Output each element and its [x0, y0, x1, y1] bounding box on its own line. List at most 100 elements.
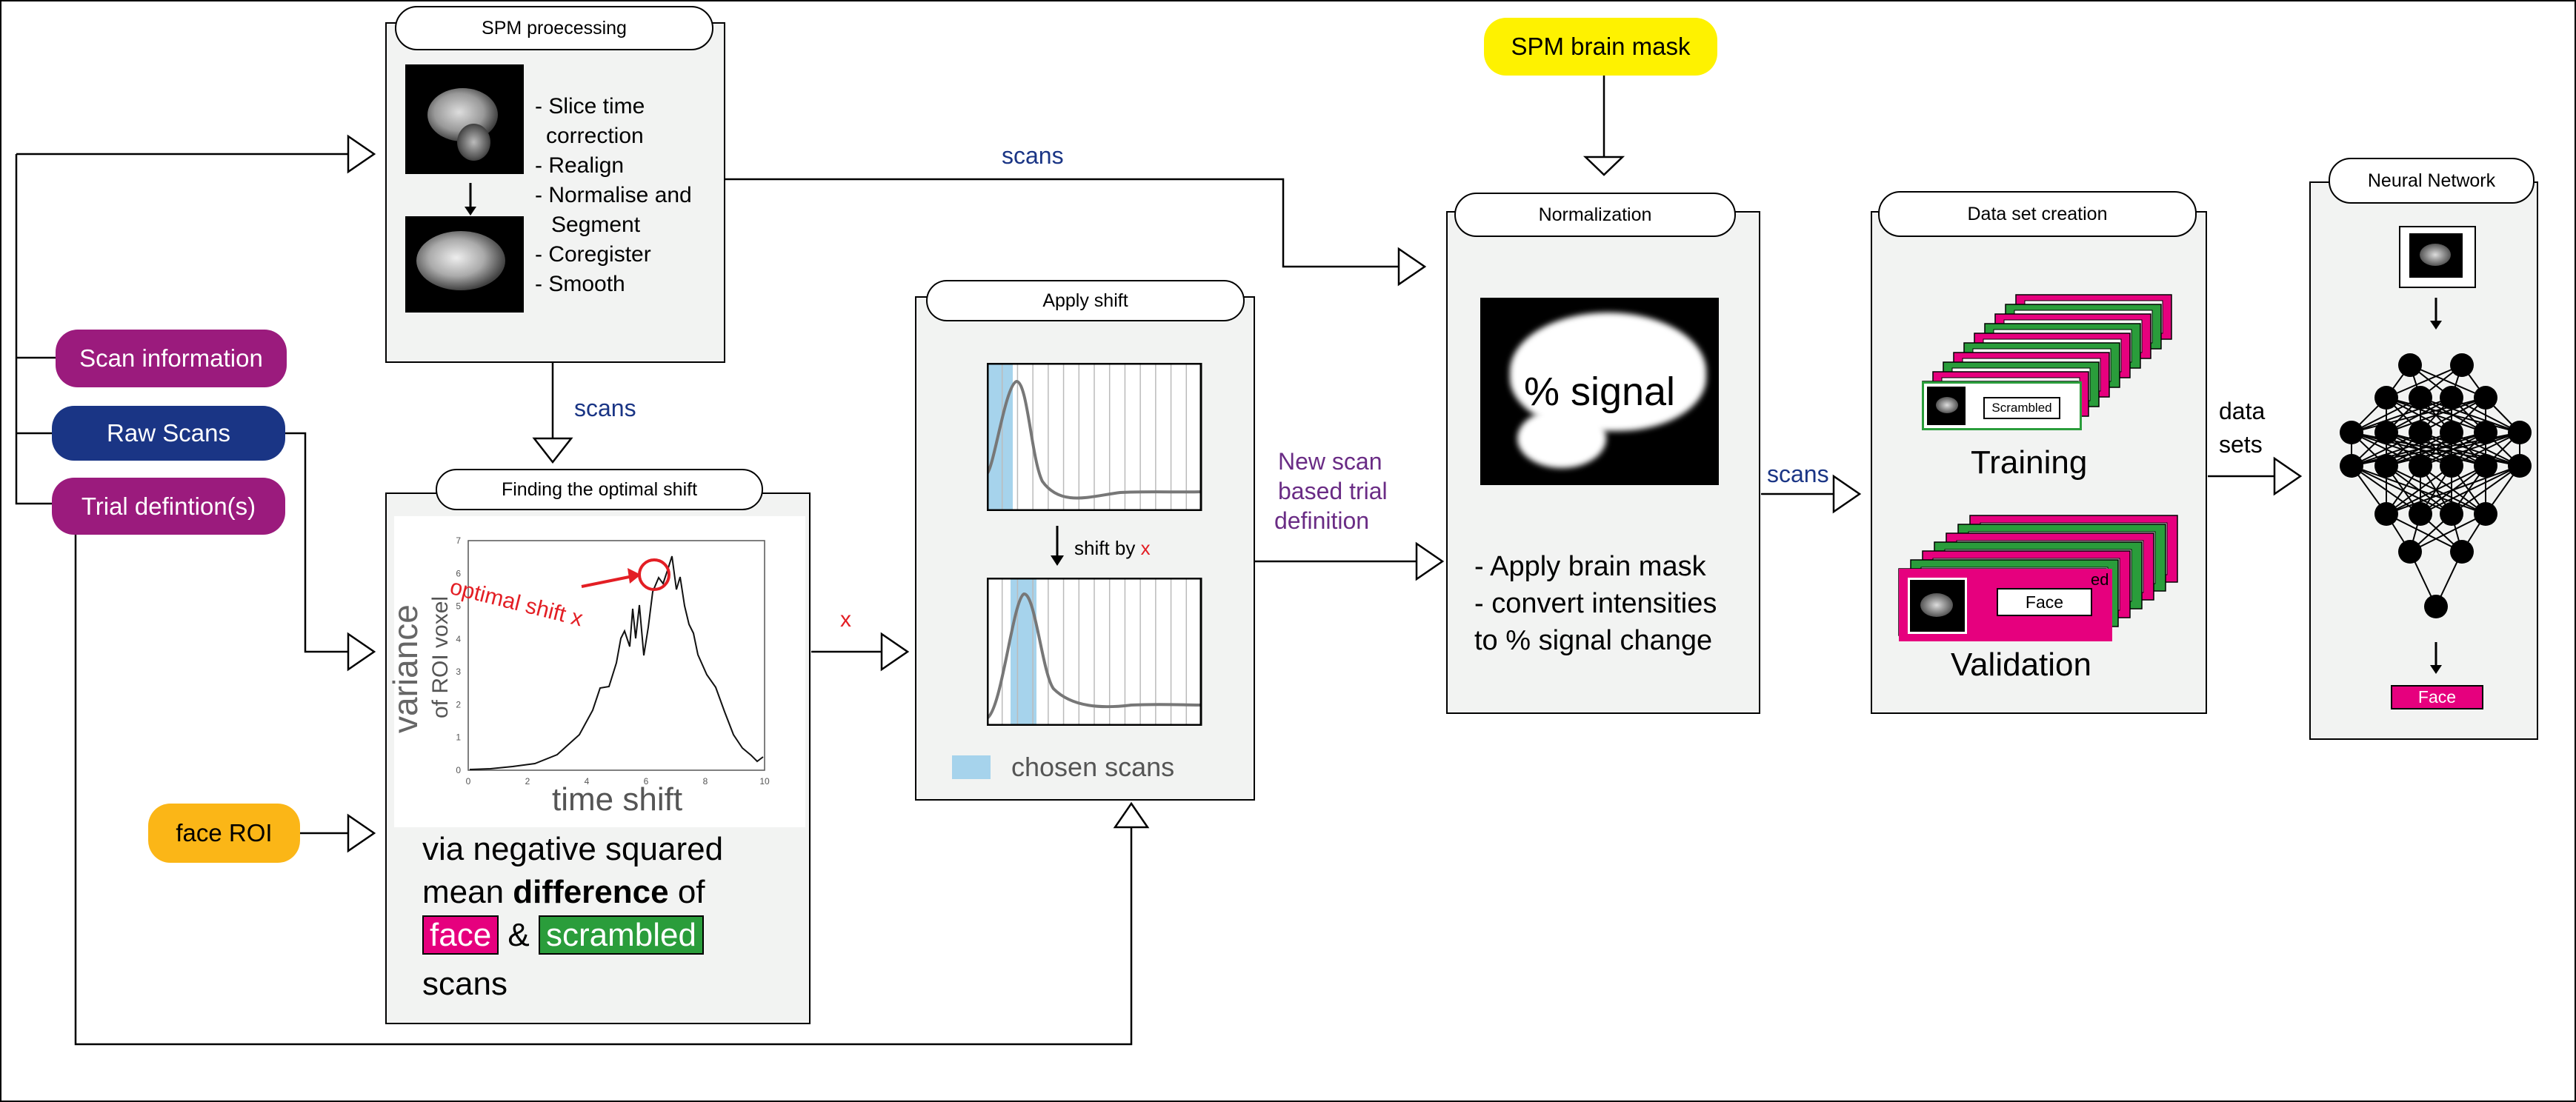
nn-node: [2374, 454, 2398, 478]
data-sets-line-2: sets: [2219, 431, 2263, 458]
face-roi-pill: face ROI: [148, 804, 300, 863]
training-label: Training: [1971, 444, 2088, 481]
nn-edge: [2351, 397, 2421, 433]
validation-card-thumb: [1908, 578, 1967, 634]
arrowhead-norm: [1397, 247, 1427, 287]
new-scan-line-2: based trial: [1278, 478, 1388, 504]
hrf-curve-after: [987, 592, 1202, 720]
nn-edge: [2386, 432, 2520, 467]
nn-node: [2409, 386, 2432, 410]
nn-node: [2374, 502, 2398, 526]
description-line-3: face & scrambled: [422, 914, 723, 963]
hrf-plot-after: [987, 578, 1202, 726]
scrambled-card-label: Scrambled: [1983, 397, 2060, 419]
hrf-curve-before: [987, 379, 1202, 500]
nn-node: [2474, 502, 2497, 526]
spm-brain-mask-pill: SPM brain mask: [1484, 18, 1717, 76]
description-prefix: mean: [422, 874, 513, 910]
nn-edge: [2351, 465, 2452, 515]
spm-step: Segment: [551, 213, 641, 237]
down-arrow-icon: [465, 183, 476, 216]
nn-node: [2374, 421, 2398, 444]
nn-edge: [2386, 465, 2452, 515]
normalization-step: to % signal change: [1474, 625, 1713, 656]
arrowhead-norm2: [1415, 541, 1445, 581]
nn-node: [2440, 454, 2463, 478]
description-line-4: scans: [422, 966, 507, 1002]
nn-edge: [2386, 364, 2463, 398]
scans-label-mid: scans: [574, 395, 636, 421]
plot-xtick: 10: [759, 776, 770, 787]
arrowhead-roi: [347, 813, 376, 853]
optimal-point-arrow: [581, 574, 637, 588]
plot-axes: [467, 540, 765, 771]
description-bold-word: difference: [513, 874, 669, 910]
nn-node: [2474, 454, 2497, 478]
dataset-creation-title-text: Data set creation: [1967, 203, 2108, 224]
plot-xtick: 2: [525, 776, 530, 787]
trial-loop-line: [74, 535, 1133, 1046]
data-sets-line-1: data: [2219, 398, 2266, 424]
shift-by-label: shift by x: [1074, 537, 1151, 560]
left-trunk-line: [15, 154, 56, 505]
arrowhead-spm-down: [532, 437, 573, 464]
data-sets-label: data sets: [2219, 395, 2265, 461]
plot-ytick: 6: [456, 568, 461, 578]
face-card-label: Face: [1997, 588, 2092, 616]
plot-xtick: 8: [703, 776, 708, 787]
finding-shift-title-text: Finding the optimal shift: [501, 478, 698, 500]
scrambled-word-badge: scrambled: [539, 915, 704, 955]
arrowhead-apply: [880, 632, 910, 672]
nn-node: [2398, 540, 2422, 564]
plot-ytick: 1: [456, 732, 461, 743]
spm-step: - Realign: [535, 153, 625, 178]
trial-definitions-pill: Trial defintion(s): [52, 478, 285, 535]
normalization-title-text: Normalization: [1538, 204, 1652, 225]
nn-node: [2424, 595, 2448, 618]
face-word-badge: face: [422, 915, 499, 955]
arrowhead-mask: [1582, 156, 1625, 176]
validation-label: Validation: [1951, 647, 2091, 683]
scans-label-top: scans: [1002, 142, 1064, 169]
nn-node: [2508, 454, 2532, 478]
plot-xtick: 6: [644, 776, 649, 787]
trial-definitions-label: Trial defintion(s): [81, 492, 256, 520]
nn-edge: [2386, 465, 2520, 515]
plot-ylabel-sub: of ROI voxel: [428, 595, 453, 718]
face-roi-label: face ROI: [176, 819, 273, 846]
scans-label-right: scans: [1767, 461, 1829, 487]
ampersand: &: [507, 917, 530, 953]
description-line-2: mean difference of: [422, 871, 723, 914]
spm-processing-title-text: SPM proecessing: [482, 17, 627, 39]
nn-edge: [2420, 397, 2486, 433]
description-line-1: via negative squared: [422, 831, 724, 867]
shift-var-text: x: [1140, 537, 1151, 559]
arrowhead-shift: [347, 632, 376, 672]
neural-network-graph: [2340, 298, 2532, 674]
spm-processing-title: SPM proecessing: [395, 6, 713, 50]
arrowhead-spm: [347, 134, 376, 174]
nn-edge: [2451, 432, 2520, 467]
smoothed-brain-scan-image: [405, 216, 524, 313]
nn-edge: [2351, 432, 2452, 467]
nn-edge: [2386, 513, 2463, 552]
normalization-steps: - Apply brain mask - convert intensities…: [1474, 548, 1717, 659]
raw-scans-pill: Raw Scans: [52, 406, 285, 461]
nn-edge: [2351, 432, 2486, 467]
raw-to-shift-line: [285, 432, 348, 653]
spm-step: - Normalise and: [535, 183, 692, 207]
apply-shift-title: Apply shift: [926, 280, 1245, 321]
arrowhead-nn: [2273, 456, 2303, 496]
plot-xtick: 4: [585, 776, 590, 787]
spm-to-norm-line: [724, 178, 1399, 268]
nn-node: [2409, 421, 2432, 444]
scan-information-label: Scan information: [79, 344, 263, 372]
chosen-scans-legend-label: chosen scans: [1011, 752, 1175, 782]
variance-plot-area: [394, 516, 805, 827]
new-scan-line-1: New scan: [1278, 448, 1382, 475]
nn-node: [2340, 421, 2363, 444]
nn-edge: [2451, 465, 2520, 515]
